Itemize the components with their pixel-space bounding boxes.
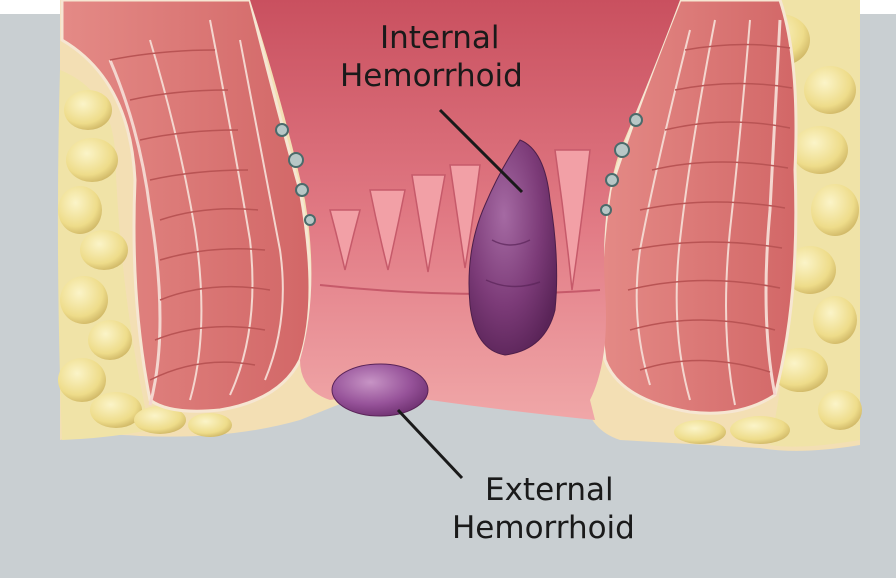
external-label-line1: External [485,472,614,508]
external-label-line2: Hemorrhoid [452,510,635,546]
external-hemorrhoid [332,364,428,416]
internal-label-line2: Hemorrhoid [340,58,523,94]
internal-label-line1: Internal [380,20,499,56]
